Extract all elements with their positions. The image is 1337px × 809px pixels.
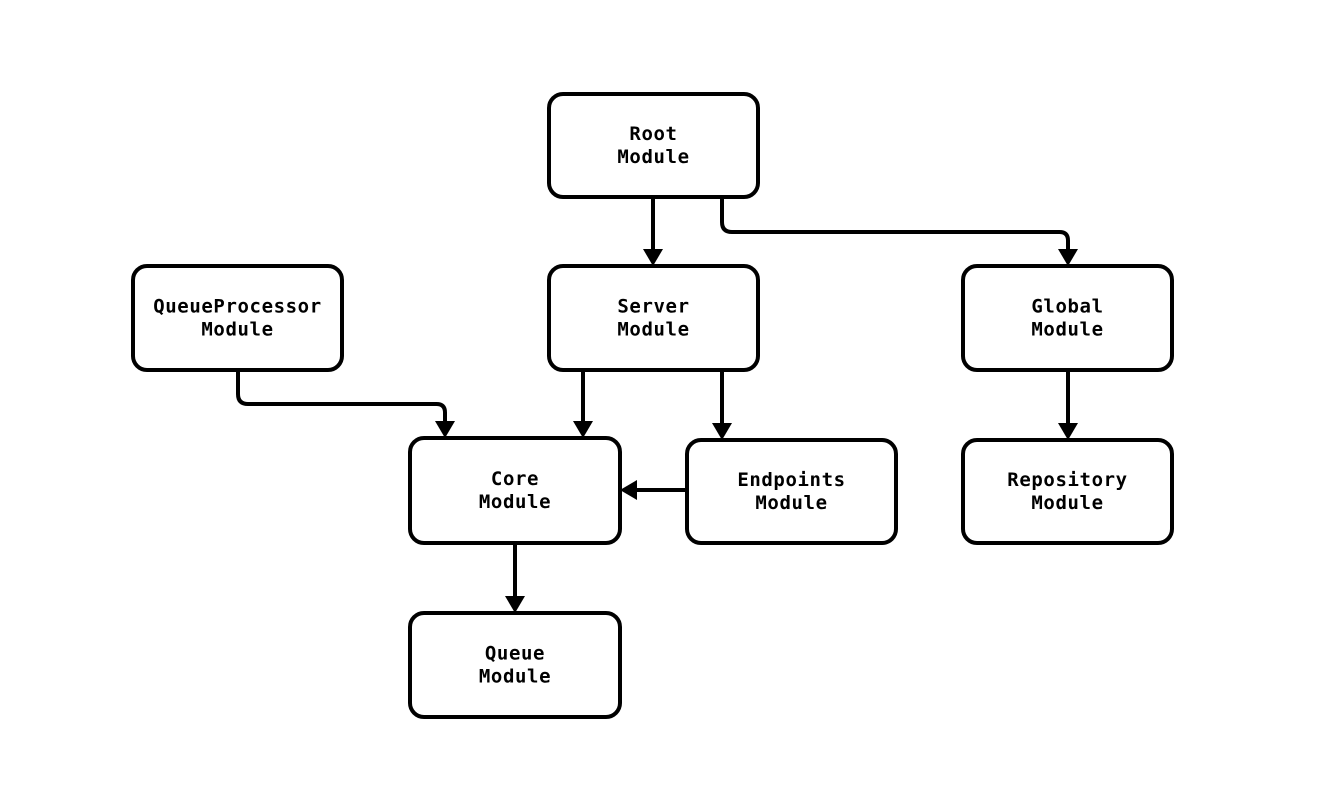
edge-server-to-endpoints	[712, 370, 732, 440]
queueprocessor-module-label-line2: Module	[201, 319, 273, 341]
endpoints-module-label-line2: Module	[755, 492, 827, 514]
global-module-label-line2: Module	[1031, 319, 1103, 341]
repository-module-label-line2: Module	[1031, 492, 1103, 514]
server-module-box[interactable]	[547, 264, 760, 372]
repository-module-box[interactable]	[961, 438, 1174, 545]
edge-root-to-global	[720, 197, 1078, 266]
server-module-label-line2: Module	[617, 319, 689, 341]
root-module-box[interactable]	[547, 92, 760, 199]
edge-endpoints-to-core	[620, 480, 687, 500]
global-module-label-line1: Global	[1031, 296, 1103, 318]
core-module-label-line2: Module	[479, 491, 551, 513]
edge-server-to-core-arrowhead	[573, 421, 593, 438]
edge-global-to-repository-arrowhead	[1058, 423, 1078, 440]
edge-server-to-core	[573, 370, 593, 438]
queueprocessor-module-label-line1: QueueProcessor	[153, 296, 322, 318]
edge-server-to-endpoints-arrowhead	[712, 423, 732, 440]
edge-queueprocessor-to-core-line	[236, 370, 447, 421]
server-module-label-line1: Server	[617, 296, 689, 318]
root-module-label-line2: Module	[617, 146, 689, 168]
core-module-label-line1: Core	[491, 468, 539, 490]
edge-root-to-global-line	[720, 197, 1070, 249]
repository-module-label-line1: Repository	[1007, 469, 1127, 491]
global-module-box[interactable]	[961, 264, 1174, 372]
edge-endpoints-to-core-arrowhead	[620, 480, 637, 500]
edge-root-to-server	[643, 197, 663, 266]
nodes-layer: RootModuleQueueProcessorModuleServerModu…	[131, 92, 1174, 719]
queue-module-label-line2: Module	[479, 666, 551, 688]
edges-layer	[236, 197, 1078, 613]
queue-module-label-line1: Queue	[485, 643, 545, 665]
endpoints-module-box[interactable]	[685, 438, 898, 545]
edge-root-to-global-arrowhead	[1058, 249, 1078, 266]
edge-core-to-queue-arrowhead	[505, 596, 525, 613]
edge-queueprocessor-to-core-arrowhead	[435, 421, 455, 438]
endpoints-module-label-line1: Endpoints	[737, 469, 845, 491]
edge-root-to-server-arrowhead	[643, 249, 663, 266]
edge-core-to-queue	[505, 543, 525, 613]
queueprocessor-module-box[interactable]	[131, 264, 344, 372]
root-module-label-line1: Root	[629, 123, 677, 145]
core-module-box[interactable]	[408, 436, 622, 545]
edge-global-to-repository	[1058, 370, 1078, 440]
edge-queueprocessor-to-core	[236, 370, 455, 438]
queue-module-box[interactable]	[408, 611, 622, 719]
